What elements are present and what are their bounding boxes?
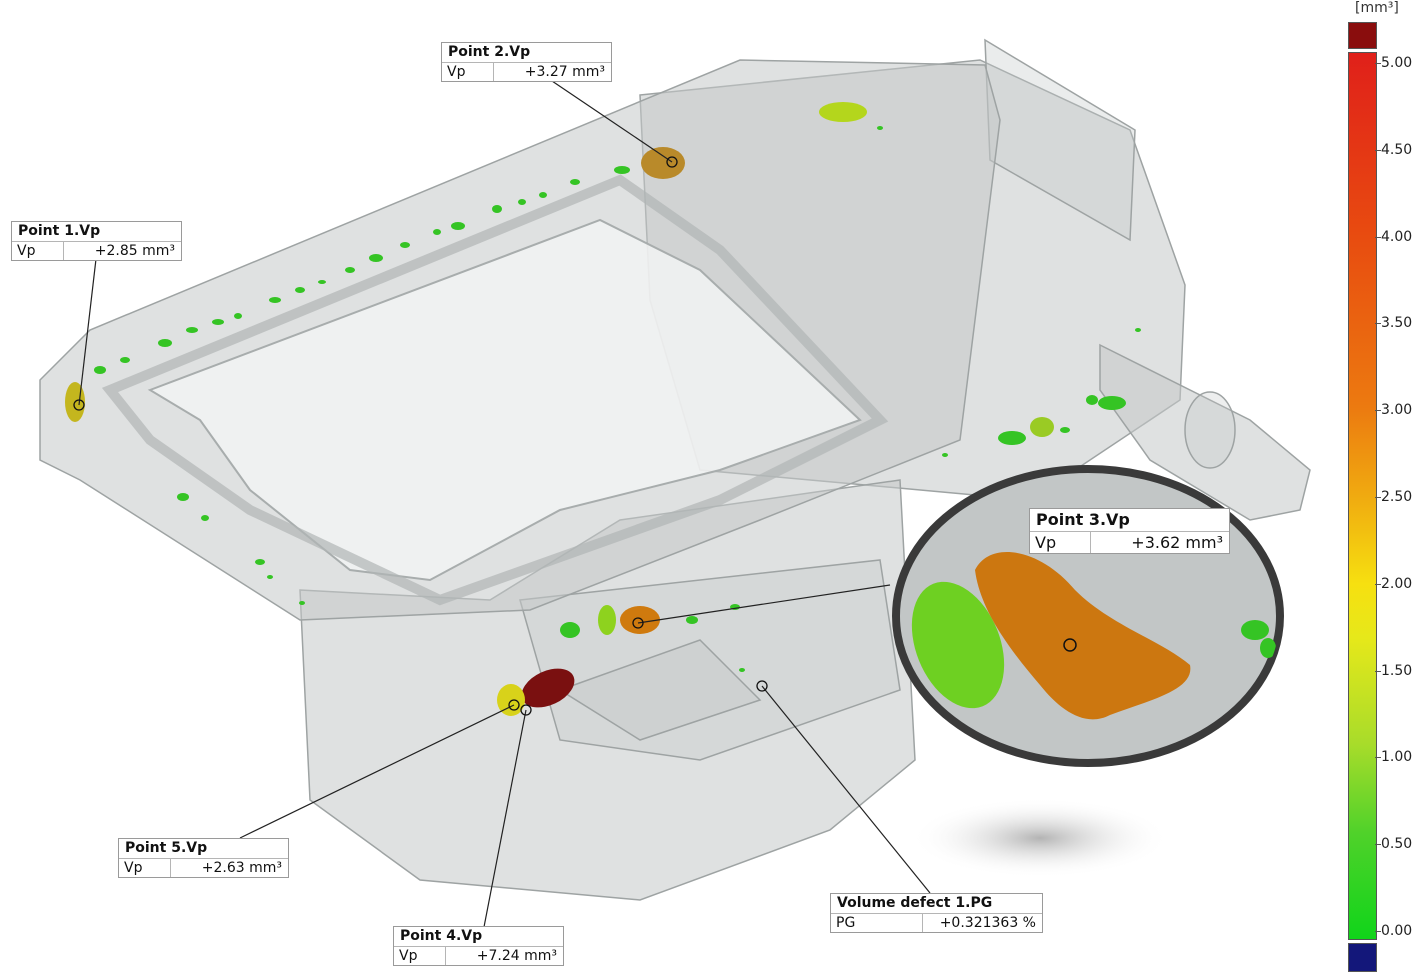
legend-tick-mark (1375, 844, 1381, 845)
callout-value: +3.27 mm³ (524, 64, 605, 80)
leader-lines (78, 80, 1119, 928)
defect-point-2 (641, 147, 685, 179)
callout-point-4[interactable]: Point 4.Vp Vp +7.24 mm³ (393, 926, 564, 966)
callout-title: Point 3.Vp (1030, 509, 1229, 532)
legend-tick-mark (1375, 237, 1381, 238)
legend-tick-label: 0.50 (1381, 836, 1413, 852)
legend-tick-label: 3.00 (1381, 402, 1413, 418)
legend-overflow-swatch (1348, 22, 1377, 49)
callout-volume-defect[interactable]: Volume defect 1.PG PG +0.321363 % (830, 893, 1043, 933)
callout-key: Vp (394, 947, 446, 965)
legend-tick-mark (1375, 323, 1381, 324)
legend-tick-label: 3.50 (1381, 315, 1413, 331)
legend-color-bar (1348, 52, 1377, 940)
pore-yellow-green-2 (1030, 417, 1054, 437)
callout-title: Point 5.Vp (119, 839, 288, 859)
callout-point-3[interactable]: Point 3.Vp Vp +3.62 mm³ (1029, 508, 1230, 554)
legend-tick-label: 1.00 (1381, 749, 1413, 765)
callout-title: Point 1.Vp (12, 222, 181, 242)
small-pores (94, 126, 1141, 672)
callout-value: +2.85 mm³ (94, 243, 175, 259)
legend-tick-mark (1375, 63, 1381, 64)
pore-green-lime (598, 605, 616, 635)
pick-points (73, 156, 768, 716)
legend-tick-mark (1375, 497, 1381, 498)
callout-key: Vp (119, 859, 171, 877)
legend-tick-label: 2.50 (1381, 489, 1413, 505)
legend-tick-label: 1.50 (1381, 663, 1413, 679)
legend-tick-label: 0.00 (1381, 923, 1413, 939)
legend-tick-mark (1375, 150, 1381, 151)
callout-title: Point 4.Vp (394, 927, 563, 947)
pore-yellow-green (819, 102, 867, 122)
defect-point-4 (521, 668, 575, 708)
callout-key: Vp (12, 242, 64, 260)
callout-value: +7.24 mm³ (476, 948, 557, 964)
legend-tick-mark (1375, 584, 1381, 585)
callout-point-5[interactable]: Point 5.Vp Vp +2.63 mm³ (118, 838, 289, 878)
callout-point-2[interactable]: Point 2.Vp Vp +3.27 mm³ (441, 42, 612, 82)
callout-value: +3.62 mm³ (1131, 533, 1223, 552)
callout-key: PG (831, 914, 923, 932)
legend-tick-mark (1375, 931, 1381, 932)
legend-tick-mark (1375, 757, 1381, 758)
3d-viewport[interactable]: Point 1.Vp Vp +2.85 mm³ Point 2.Vp Vp +3… (0, 0, 1340, 976)
drop-shadow (910, 798, 1170, 878)
legend-tick-label: 4.50 (1381, 142, 1413, 158)
callout-title: Point 2.Vp (442, 43, 611, 63)
legend-unit: [mm³] (1355, 0, 1399, 16)
part-render (39, 38, 1311, 928)
callout-key: Vp (1030, 532, 1091, 553)
callout-title: Volume defect 1.PG (831, 894, 1042, 914)
frame-window (147, 218, 862, 582)
callout-value: +2.63 mm³ (201, 860, 282, 876)
legend-tick-mark (1375, 410, 1381, 411)
legend-underflow-swatch (1348, 943, 1377, 972)
legend-tick-label: 4.00 (1381, 229, 1413, 245)
callout-value: +0.321363 % (939, 915, 1036, 931)
callout-key: Vp (442, 63, 494, 81)
legend-tick-mark (1375, 671, 1381, 672)
legend-tick-label: 2.00 (1381, 576, 1413, 592)
defect-point-3 (620, 606, 660, 634)
callout-point-1[interactable]: Point 1.Vp Vp +2.85 mm³ (11, 221, 182, 261)
legend-tick-label: 5.00 (1381, 55, 1413, 71)
